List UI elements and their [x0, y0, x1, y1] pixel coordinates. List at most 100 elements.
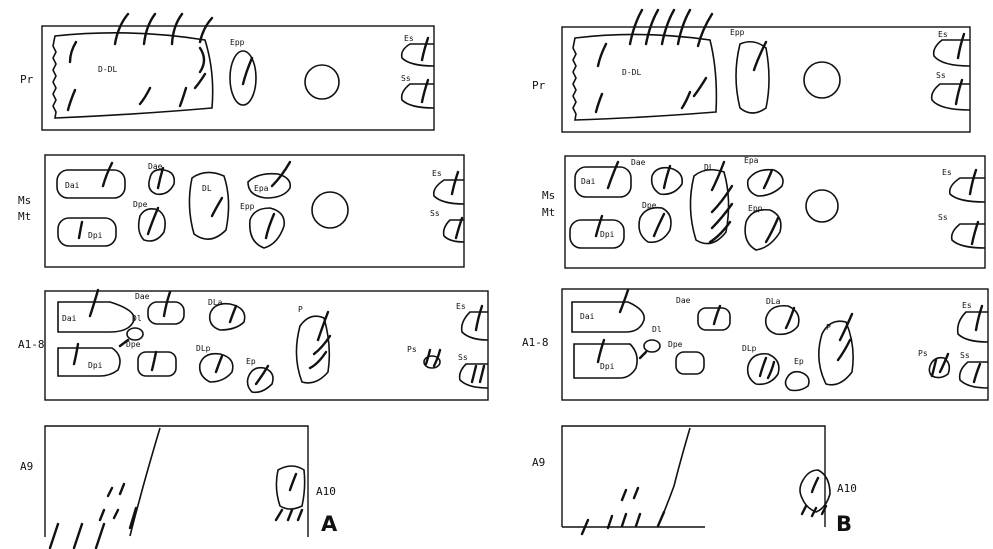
group-label: P [298, 305, 303, 314]
segment-label-a1-8: A1-8 [18, 338, 45, 351]
group-label: Es [962, 301, 972, 310]
seta [103, 163, 112, 186]
group-label: Dpi [88, 361, 103, 370]
segment-a9-a: A9 A10 [20, 426, 336, 548]
seta [79, 222, 82, 238]
group-label: Dae [135, 292, 150, 301]
group-outline [189, 172, 228, 239]
seta [90, 290, 98, 316]
group-label: Ss [458, 353, 468, 362]
seta [958, 34, 964, 58]
group-outline [786, 372, 810, 391]
group-label: Epa [744, 156, 759, 165]
setae [802, 478, 826, 516]
group-label: DLp [742, 344, 757, 353]
group-label: Dpi [88, 231, 103, 240]
group-label: P [826, 323, 831, 332]
segment-pr-b: Pr D-DL Epp Es Ss [532, 10, 970, 132]
segment-label-a9: A9 [20, 460, 33, 473]
spiracle [305, 65, 339, 99]
group-outline [58, 218, 116, 246]
segment-msmt-b: Ms Mt Dai Dae DL Epa Dpe Dpi Epp [542, 156, 985, 268]
segment-label-ms: Ms [542, 189, 555, 202]
segment-box [45, 291, 488, 400]
group-label: Dl [132, 314, 142, 323]
setae [310, 312, 330, 368]
group-outline [402, 84, 434, 108]
group-label: Dpi [600, 230, 615, 239]
seta [452, 172, 458, 194]
segment-box [562, 426, 825, 527]
group-label: D-DL [622, 68, 641, 77]
group-outline [53, 33, 213, 118]
seta [456, 218, 462, 238]
panel-a: Pr D-DL Epp Es Ss Ms Mt Dai Dae [18, 14, 488, 548]
setae [472, 366, 484, 382]
segment-msmt-a: Ms Mt Dai Dae Dpe Dpi DL Epa Epp [18, 155, 464, 267]
group-label: Ps [407, 345, 417, 354]
group-outline [748, 354, 779, 385]
segment-label-pr: Pr [532, 79, 546, 92]
seta [608, 162, 618, 188]
spiracle [312, 192, 348, 228]
spiracle [804, 62, 840, 98]
group-label: Dae [148, 162, 163, 171]
seta [243, 58, 252, 84]
group-label: Ss [936, 71, 946, 80]
group-outline [434, 180, 464, 204]
group-label: Ep [794, 357, 804, 366]
segment-a18-a: A1-8 Dai Dae Dl Dpe Dpi DLa DLp Ep [18, 290, 488, 400]
group-label-a10: A10 [837, 482, 857, 495]
group-label: DL [202, 184, 212, 193]
group-outline [698, 308, 730, 330]
segment-label-mt: Mt [542, 206, 555, 219]
seta [158, 168, 163, 188]
seta [266, 214, 274, 238]
seta [230, 306, 236, 322]
group-label: Epp [748, 204, 763, 213]
segment-label-mt: Mt [18, 210, 31, 223]
seta [786, 308, 794, 328]
group-outline [958, 312, 988, 342]
group-label: Dai [581, 177, 596, 186]
seta [974, 364, 980, 382]
group-label: Ss [938, 213, 948, 222]
group-outline [639, 208, 671, 243]
seta [976, 306, 982, 330]
group-label: Ep [246, 357, 256, 366]
setae [68, 14, 212, 110]
seta [970, 170, 976, 194]
group-label: DLp [196, 344, 211, 353]
segment-a9-b: A9 A10 [532, 426, 857, 534]
group-outline [462, 312, 488, 340]
group-outline [250, 208, 284, 248]
seta [148, 208, 158, 234]
group-outline [210, 304, 245, 330]
group-label: Dae [631, 158, 646, 167]
group-label: Ss [430, 209, 440, 218]
group-outline [932, 84, 970, 110]
group-outline [296, 316, 329, 383]
group-outline [574, 344, 637, 378]
group-outline [573, 34, 716, 120]
group-label: Dpi [600, 362, 615, 371]
group-label: Es [456, 302, 466, 311]
group-outline [644, 340, 660, 352]
segment-box [45, 426, 308, 537]
group-label: Dai [65, 181, 80, 190]
group-outline [127, 328, 143, 340]
group-label: Es [942, 168, 952, 177]
group-label: Dpe [642, 201, 657, 210]
group-outline [952, 224, 985, 248]
seta [972, 222, 978, 244]
seta [212, 198, 222, 216]
group-label: Ps [918, 349, 928, 358]
group-label: Dae [676, 296, 691, 305]
group-label: Dai [62, 314, 77, 323]
seta [620, 290, 628, 312]
group-label: Dpe [126, 340, 141, 349]
group-label: Dpe [668, 340, 683, 349]
seta [152, 352, 156, 370]
group-label: Dai [580, 312, 595, 321]
